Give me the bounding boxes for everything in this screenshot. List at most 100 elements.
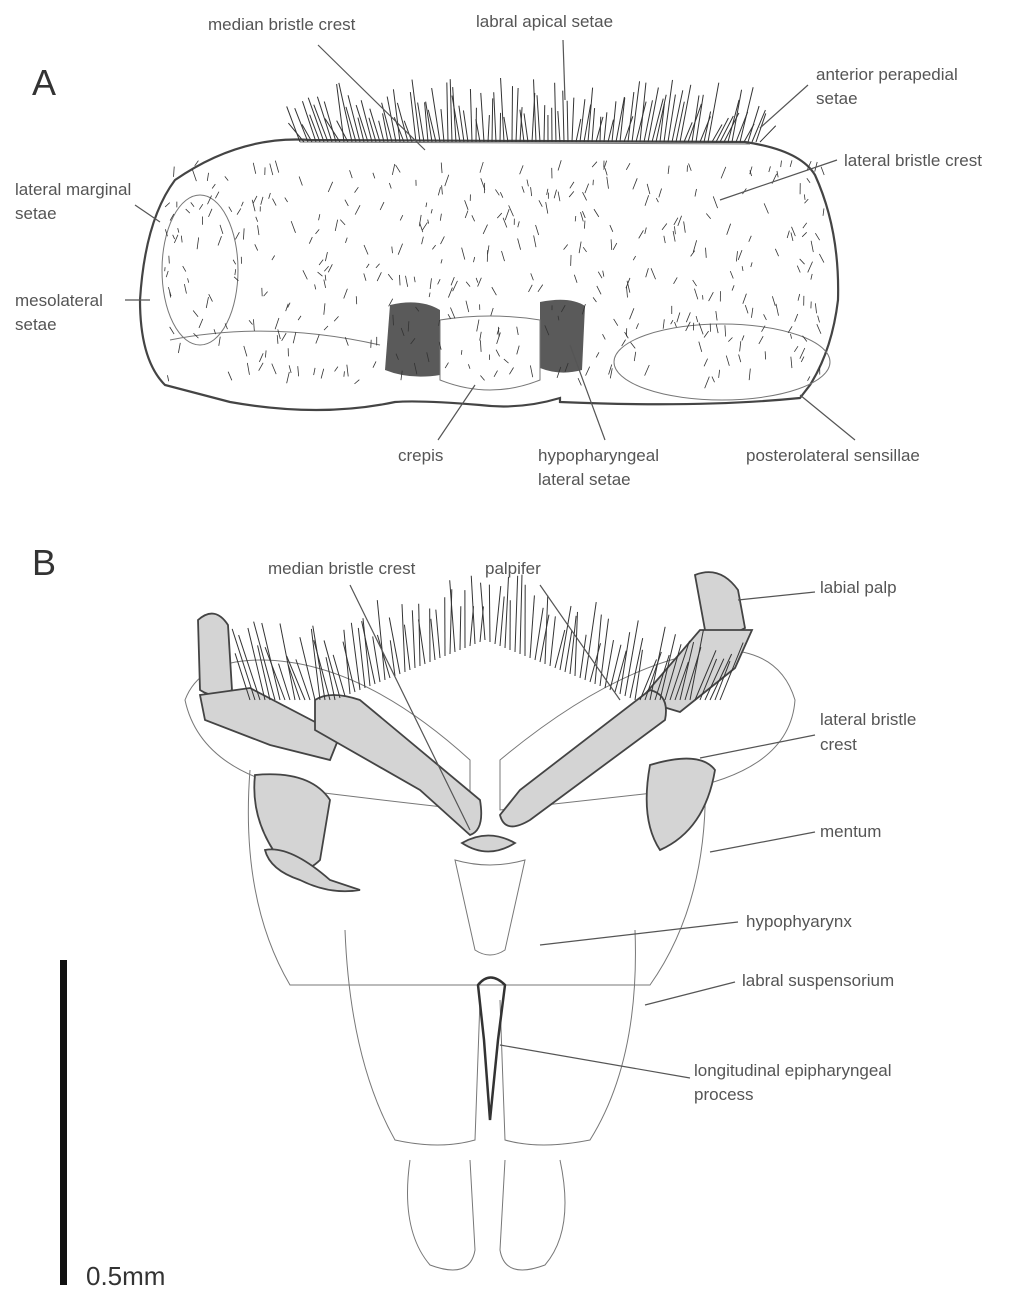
bristle — [418, 103, 424, 142]
leader-b-labral-suspensorium — [645, 982, 735, 1005]
stipes-lower — [408, 1160, 566, 1270]
bristle — [520, 575, 522, 654]
label-a-mesolateral-1: mesolateral — [15, 291, 103, 310]
bristle — [302, 101, 316, 142]
hypopharynx-shape — [455, 860, 525, 955]
seta — [399, 275, 400, 285]
leader-b-labial-palp — [738, 592, 815, 600]
bristle — [505, 577, 509, 648]
bristle — [530, 595, 534, 658]
label-b-hypophyarynx: hypophyarynx — [746, 912, 852, 931]
bristle — [545, 596, 548, 664]
bristle — [436, 610, 440, 658]
bristle — [258, 645, 270, 700]
bristle — [369, 118, 376, 142]
bristle — [620, 98, 625, 142]
hypopharyngeal-band-left — [385, 302, 440, 376]
bristle — [580, 635, 586, 678]
label-b-lateral-bristle-crest-1: lateral bristle — [820, 710, 916, 729]
leader-b-mentum — [710, 832, 815, 852]
bristle — [604, 112, 607, 142]
bristle — [620, 632, 630, 694]
bristle — [760, 126, 776, 142]
label-a-posterolateral-sensillae: posterolateral sensillae — [746, 446, 920, 465]
bristle — [450, 79, 452, 142]
bristle — [524, 113, 528, 142]
bristle — [463, 110, 468, 142]
panel-b: B — [32, 542, 916, 1270]
leader-b-hypophyarynx — [540, 922, 738, 945]
bristle — [515, 576, 518, 652]
leader-a-labral-apical-setae — [563, 40, 565, 100]
bristle — [501, 78, 504, 142]
bristle — [596, 117, 603, 142]
bristle — [358, 628, 365, 688]
label-b-median-bristle-crest: median bristle crest — [268, 559, 416, 578]
bristle — [412, 610, 415, 668]
leader-a-posterolateral — [800, 395, 855, 440]
bristle — [419, 604, 420, 666]
bristle — [447, 82, 448, 142]
labial-palp-left — [198, 614, 232, 695]
bristle — [470, 89, 472, 142]
label-a-crepis: crepis — [398, 446, 443, 465]
bristle — [280, 623, 295, 700]
bristle — [692, 95, 699, 142]
label-a-lateral-marginal-1: lateral marginal — [15, 180, 131, 199]
bristle — [504, 117, 508, 142]
label-a-mesolateral-2: setae — [15, 315, 57, 334]
leader-a-anterior-perapedial — [760, 85, 808, 128]
bristle — [512, 86, 513, 142]
bristle — [402, 604, 405, 672]
bristle — [592, 108, 595, 142]
bristle — [495, 586, 501, 644]
label-a-labral-apical-setae: labral apical setae — [476, 12, 613, 31]
bristle — [356, 105, 368, 142]
bristle — [625, 620, 638, 696]
seta — [575, 216, 576, 221]
epipharyngeal-process — [478, 978, 505, 1121]
bristle — [481, 93, 484, 142]
bristle — [300, 637, 315, 700]
label-b-longitudinal-2: process — [694, 1085, 754, 1104]
bristle — [572, 98, 574, 142]
label-a-anterior-perapedial-2: setae — [816, 89, 858, 108]
bristle — [441, 109, 444, 142]
label-a-lateral-marginal-2: setae — [15, 204, 57, 223]
scale-bar-line — [60, 960, 67, 1285]
bristle — [333, 655, 345, 696]
bristle — [537, 95, 540, 142]
leader-b-lateral-bristle-crest — [700, 735, 815, 758]
label-b-longitudinal-1: longitudinal epipharyngeal — [694, 1061, 892, 1080]
seta — [584, 221, 585, 229]
bristle — [664, 80, 672, 142]
median-crest-tip — [462, 836, 515, 852]
bristle — [471, 576, 475, 644]
bristle — [616, 97, 624, 142]
bristle — [279, 664, 290, 700]
label-b-labral-suspensorium: labral suspensorium — [742, 971, 894, 990]
label-b-palpifer: palpifer — [485, 559, 541, 578]
bristle — [732, 90, 742, 142]
label-a-anterior-perapedial-1: anterior perapedial — [816, 65, 958, 84]
bristle — [550, 616, 555, 666]
bristle — [615, 651, 626, 692]
bristle — [404, 625, 410, 670]
bristle — [563, 91, 564, 142]
labral-apical-bristles — [287, 78, 776, 142]
bristle — [339, 83, 352, 142]
bristle — [432, 88, 440, 142]
bristle — [500, 596, 504, 646]
bristle — [431, 619, 435, 660]
bristle — [489, 585, 490, 642]
median-crest-arm-left — [315, 695, 481, 835]
bristle — [704, 112, 711, 142]
bristle — [555, 83, 556, 142]
bristle — [740, 87, 753, 142]
label-a-median-bristle-crest: median bristle crest — [208, 15, 356, 34]
label-a-lateral-bristle-crest: lateral bristle crest — [844, 151, 982, 170]
bristle — [752, 110, 765, 142]
leader-b-palpifer — [540, 585, 620, 700]
bristle — [676, 102, 684, 142]
